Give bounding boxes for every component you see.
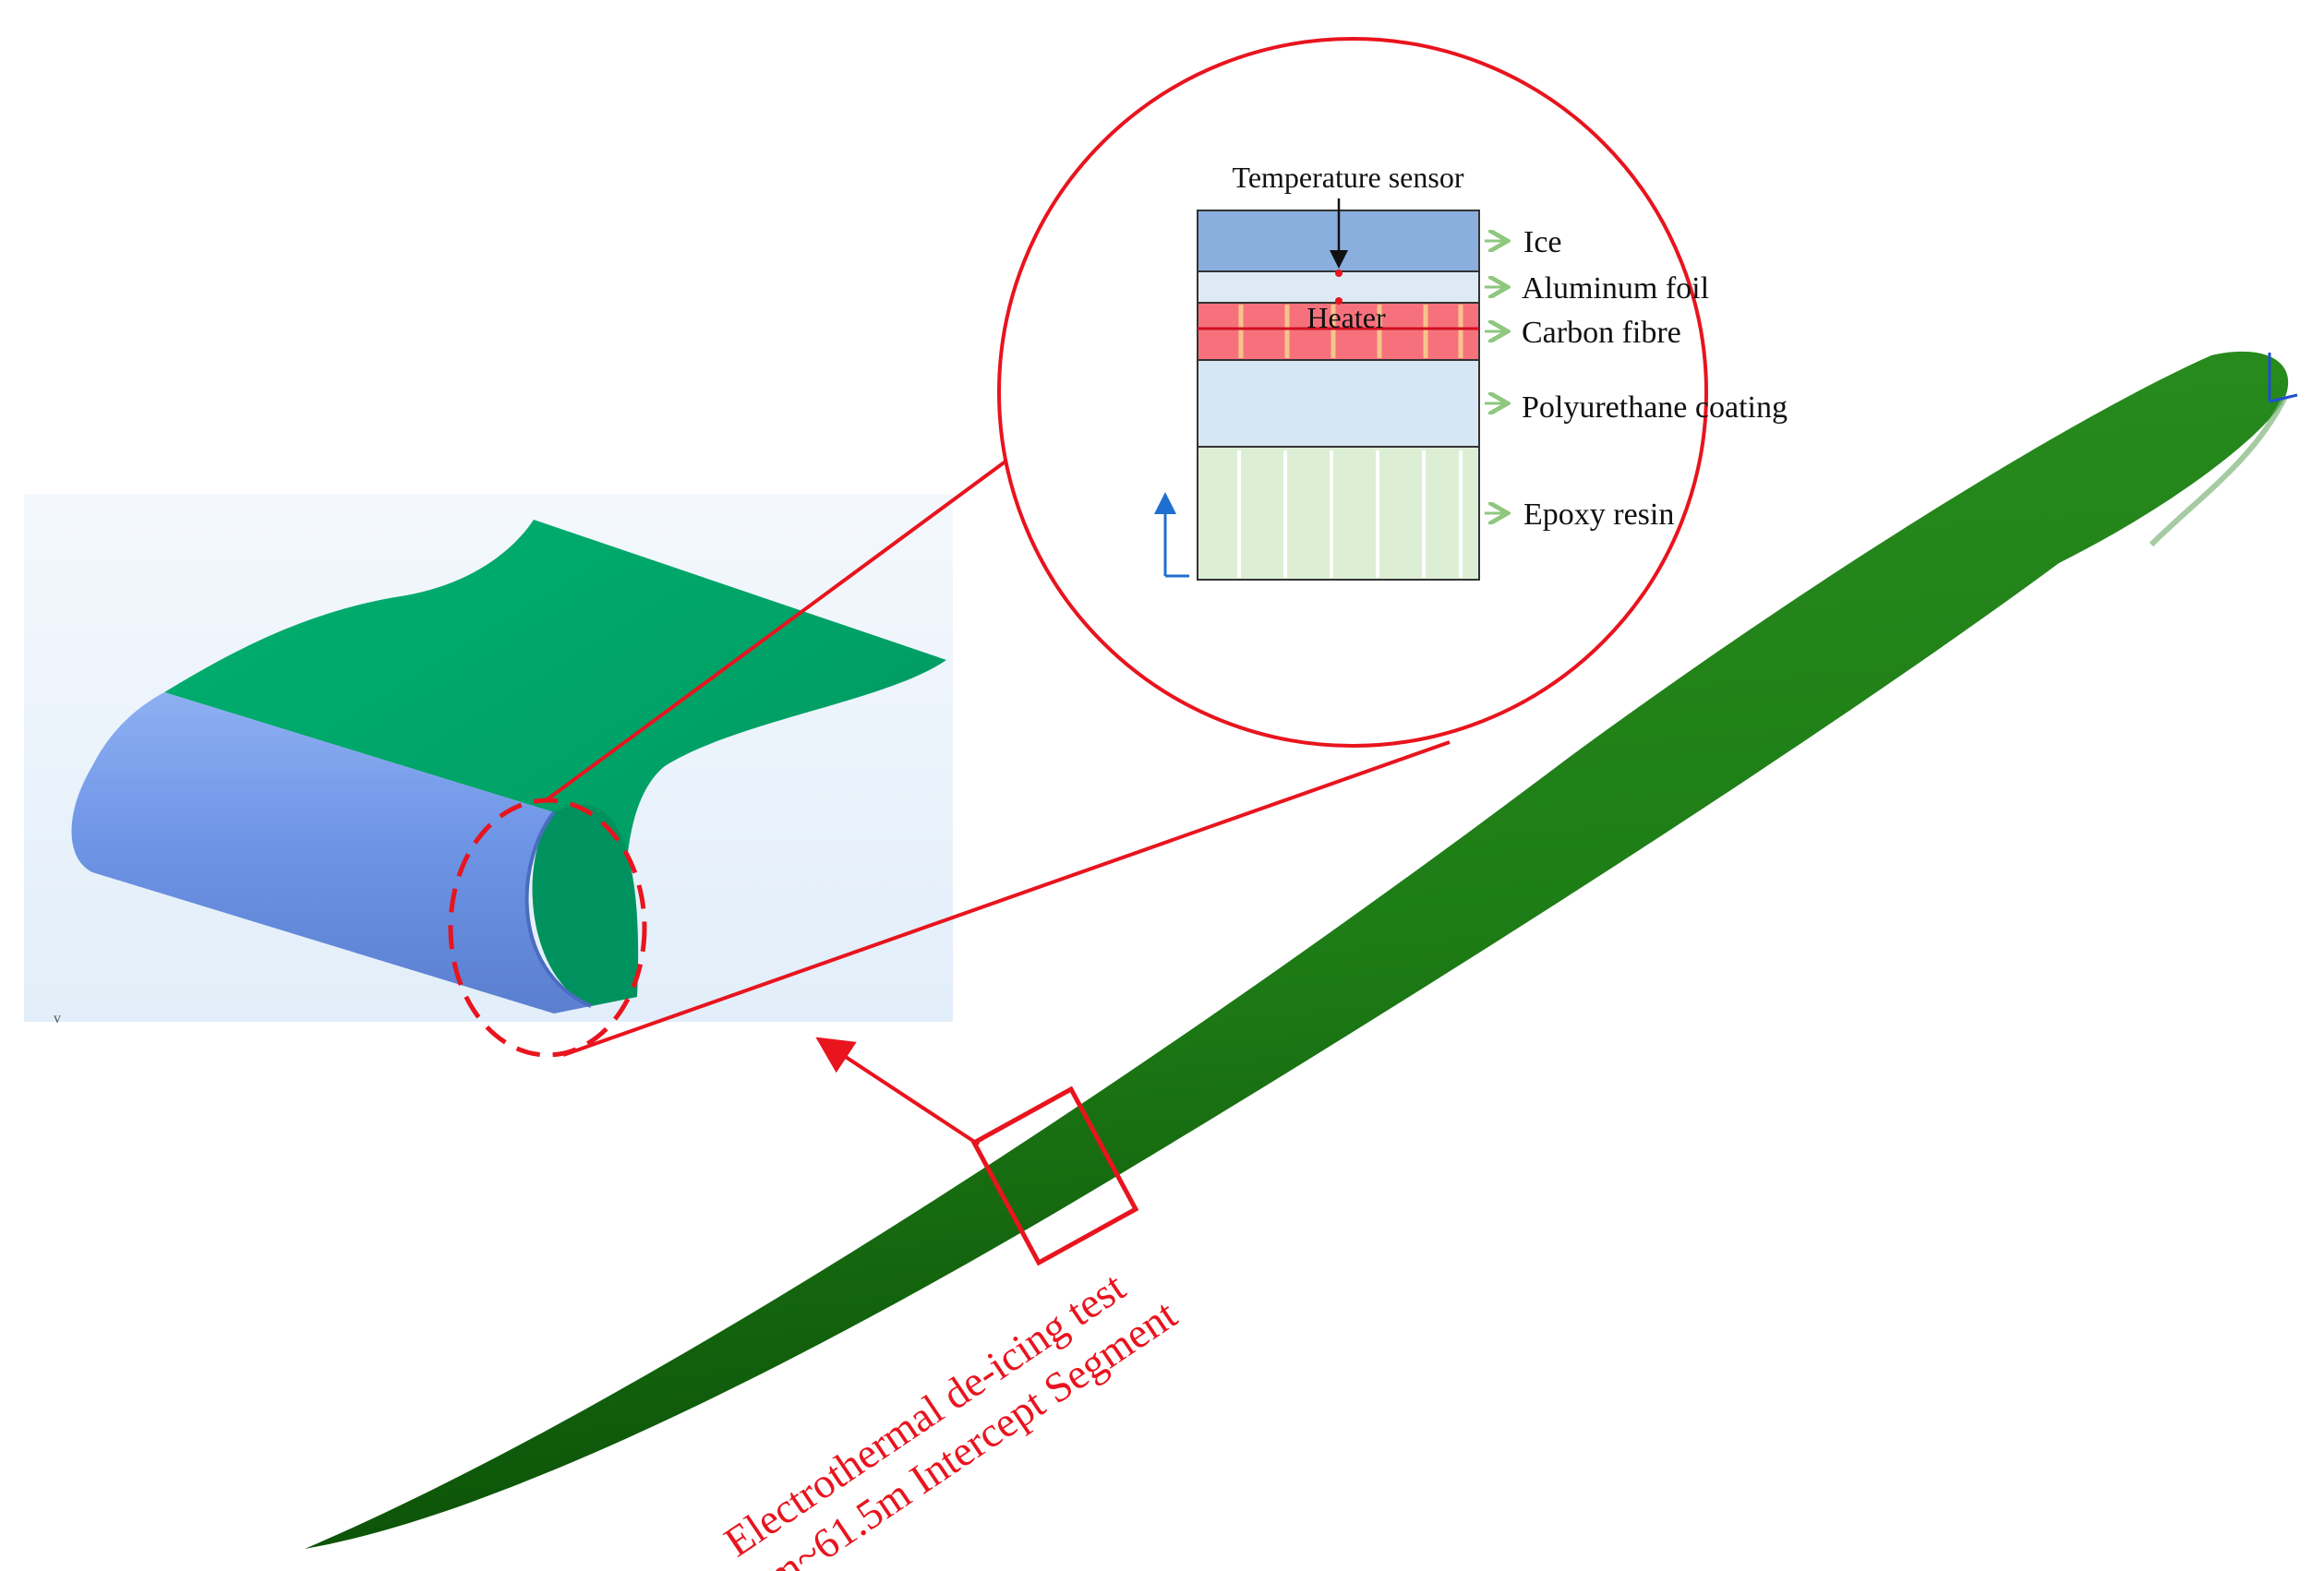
layer-stack: [1197, 210, 1480, 581]
layer-polyurethane: [1197, 359, 1480, 448]
legend-label-carbon: Carbon fibre: [1522, 316, 1681, 350]
axis-triad-icon: [2268, 353, 2298, 403]
layer-legend: Ice Aluminum foil Carbon fibre Polyureth…: [1485, 225, 1788, 532]
segment-box: [970, 1085, 1139, 1266]
heater-label: Heater: [1306, 301, 1386, 334]
thickness-axis-icon: [1154, 492, 1189, 578]
legend-label-polyurethane: Polyurethane coating: [1522, 390, 1788, 425]
blade-body: [305, 351, 2289, 1550]
layer-detail-view: Temperature sensor Heater Ice Aluminum f…: [997, 37, 1788, 748]
carbon-fibre-strands: [1238, 305, 1463, 358]
temperature-sensor-label: Temperature sensor: [1233, 161, 1464, 194]
legend-label-epoxy: Epoxy resin: [1523, 498, 1674, 532]
segment-edge-rim: [524, 810, 592, 1008]
segment-pointer-arrow: [815, 1037, 981, 1146]
layer-epoxy: [1197, 446, 1480, 581]
wind-turbine-blade: [305, 351, 2298, 1550]
segment-inner-surface: [532, 804, 639, 1006]
blade-highlight: [2149, 395, 2288, 547]
epoxy-stripes: [1237, 450, 1463, 578]
segment-marker: [815, 1037, 1139, 1266]
legend-label-aluminum: Aluminum foil: [1522, 271, 1709, 306]
segment-upper-skin: [164, 520, 946, 1006]
segment-leading-edge: [71, 692, 591, 1013]
caption: Electrothermal de-icing test 60m~61.5m I…: [716, 1263, 1185, 1571]
legend-label-ice: Ice: [1523, 225, 1562, 259]
segment-3d-view: v: [24, 494, 953, 1058]
sensor-dot-upper: [1335, 270, 1343, 277]
panel-corner-mark: v: [54, 1011, 61, 1026]
sensor-dot-lower: [1335, 297, 1343, 305]
